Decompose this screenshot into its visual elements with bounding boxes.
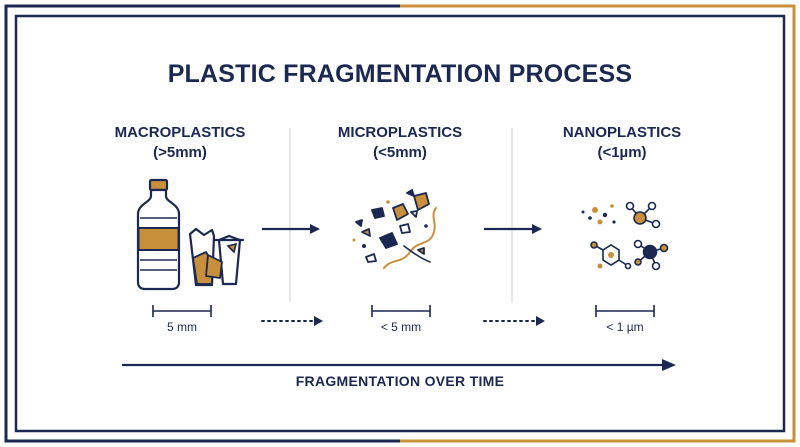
stage-name: NANOPLASTICS xyxy=(562,124,682,141)
molecule-icon xyxy=(581,201,669,271)
scale-label-nano: < 1 µm xyxy=(606,320,644,334)
scale-label-micro: < 5 mm xyxy=(380,320,422,334)
page-title: PLASTIC FRAGMENTATION PROCESS xyxy=(167,60,633,88)
stage-name: MACROPLASTICS xyxy=(114,124,246,141)
timeline-label: FRAGMENTATION OVER TIME xyxy=(295,373,505,389)
plastic-bottle-and-cup-icon xyxy=(136,178,245,291)
stage-title-nanoplastics: NANOPLASTICS (<1µm) xyxy=(512,123,732,163)
stage-title-macroplastics: MACROPLASTICS (>5mm) xyxy=(70,123,290,163)
stage-size: (>5mm) xyxy=(153,144,207,161)
plastic-fragments-icon xyxy=(352,189,437,269)
scale-bar-macro xyxy=(152,305,212,317)
scale-label-macro: 5 mm xyxy=(167,320,197,334)
stage-name: MICROPLASTICS xyxy=(337,124,463,141)
stage-size: (<5mm) xyxy=(373,144,427,161)
scale-bar-nano xyxy=(595,305,655,317)
scale-bar-micro xyxy=(371,305,431,317)
dotted-arrow-2 xyxy=(483,316,545,326)
stage-size: (<1µm) xyxy=(597,144,647,161)
dotted-arrow-1 xyxy=(261,316,323,326)
stage-title-microplastics: MICROPLASTICS (<5mm) xyxy=(290,123,510,163)
timeline-arrow xyxy=(122,359,676,371)
